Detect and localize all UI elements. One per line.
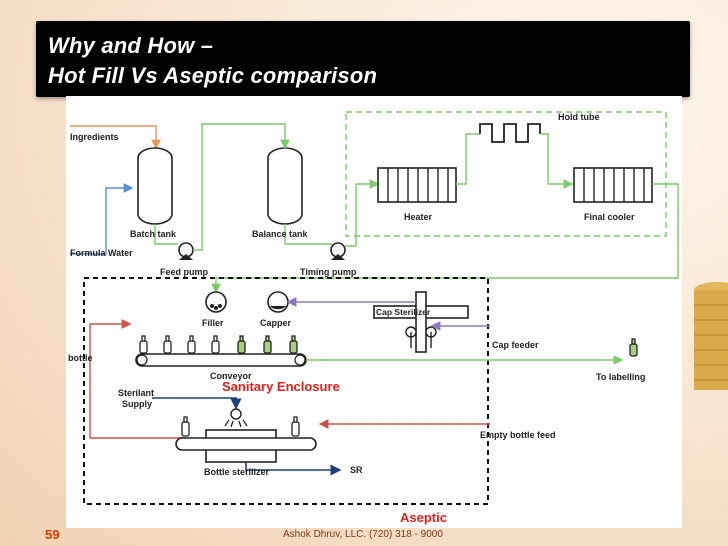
pump-to-heater-line: [345, 179, 380, 247]
label-aseptic: Aseptic: [400, 510, 447, 525]
label-cap-feeder: Cap feeder: [492, 340, 539, 350]
label-to-labelling: To labelling: [596, 372, 645, 382]
ingredients-line: [70, 125, 161, 150]
sterilant-sprayer: [224, 408, 248, 428]
conveyor: [135, 353, 307, 367]
balance-tank: [267, 147, 303, 225]
label-sanitary-enclosure: Sanitary Enclosure: [222, 379, 340, 394]
aseptic-enclosure: [83, 277, 489, 505]
sterile-bottle-feed-line: [89, 319, 186, 439]
timing-pump: [330, 242, 346, 260]
capper: [267, 291, 289, 313]
label-sterilant-supply-2: Supply: [122, 399, 152, 409]
heater-to-holdtube-line: [456, 133, 480, 185]
recirculation-loop: [345, 111, 667, 237]
label-sr: SR: [350, 465, 363, 475]
batch-to-pump-line: [154, 224, 178, 245]
label-bottle-sterilizer: Bottle sterilizer: [204, 467, 270, 477]
label-empty-bottle-feed: Empty bottle feed: [480, 430, 556, 440]
label-sterilant-supply-1: Sterilant: [118, 388, 154, 398]
slide-title-line1: Why and How –: [48, 33, 214, 58]
sterilant-supply-line: [152, 397, 242, 410]
page-number: 59: [45, 527, 60, 542]
cooler-to-filler-line: [211, 183, 679, 294]
label-batch-tank: Batch tank: [130, 229, 177, 239]
label-ingredients: Ingredients: [70, 132, 119, 142]
label-capper: Capper: [260, 318, 292, 328]
process-diagram-svg: Ingredients Batch tank Formula Water Fee…: [38, 111, 679, 525]
label-conveyor: Conveyor: [210, 371, 252, 381]
process-diagram: Ingredients Batch tank Formula Water Fee…: [38, 96, 682, 528]
labelled-bottle: [629, 338, 638, 357]
label-hold-tube: Hold tube: [558, 112, 600, 122]
bottles-row: [139, 335, 298, 354]
bottle-sterilizer: [175, 416, 317, 463]
formula-water-line: [70, 183, 134, 255]
sr-line: [245, 462, 342, 476]
label-sterile-bottle-feed-1: Sterile bottle: [66, 353, 93, 363]
heater: [377, 167, 457, 203]
feed-pump: [178, 242, 194, 260]
label-heater: Heater: [404, 212, 433, 222]
batch-tank: [137, 147, 173, 225]
slide-title-line2: Hot Fill Vs Aseptic comparison: [48, 63, 378, 88]
label-filler: Filler: [202, 318, 224, 328]
label-cap-sterilizer: Cap Sterilizer: [376, 307, 431, 317]
label-feed-pump: Feed pump: [160, 267, 209, 277]
pump-to-balance-line: [193, 123, 290, 251]
title-bar: Why and How – Hot Fill Vs Aseptic compar…: [36, 21, 690, 97]
label-balance-tank: Balance tank: [252, 229, 309, 239]
hold-tube: [479, 123, 541, 143]
label-final-cooler: Final cooler: [584, 212, 635, 222]
holdtube-to-cooler-line: [540, 133, 574, 189]
final-cooler: [573, 167, 653, 203]
label-formula-water: Formula Water: [70, 248, 133, 258]
footer-credit: Ashok Dhruv, LLC. (720) 318 - 9000: [283, 529, 443, 540]
filler: [205, 291, 227, 313]
label-timing-pump: Timing pump: [300, 267, 357, 277]
cap-sterilizer: [373, 291, 469, 353]
coins-decoration: [694, 282, 728, 390]
balance-to-pump-line: [284, 224, 332, 245]
